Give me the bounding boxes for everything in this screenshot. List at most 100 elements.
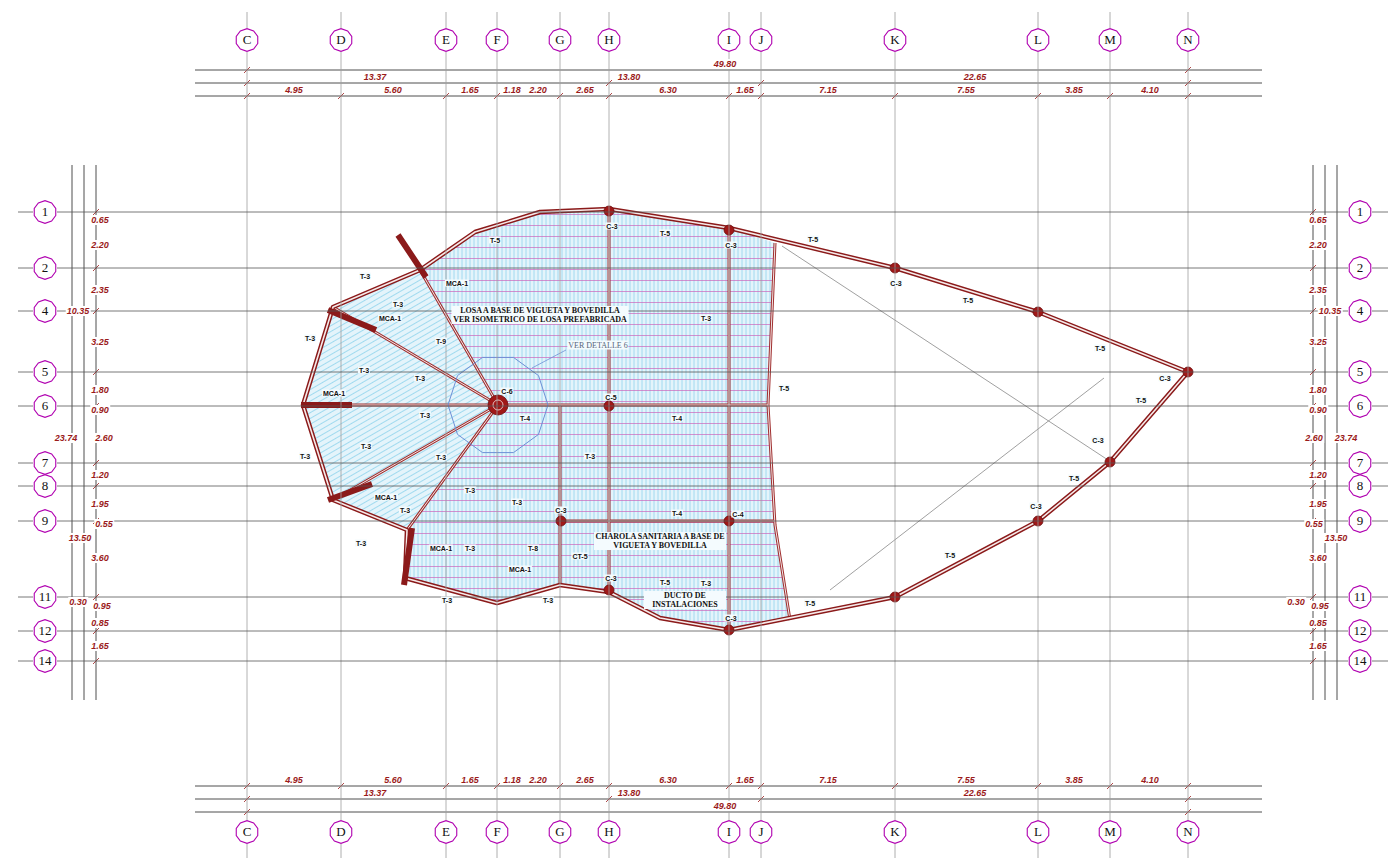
grid-letter: N [1176, 820, 1200, 844]
note-text: LOSA A BASE DE VIGUETA Y BOVEDILLA VER I… [452, 306, 629, 324]
dimension-text: 0.90 [1308, 405, 1328, 415]
grid-bubble: 6 [1348, 394, 1372, 418]
dimension-text: 0.85 [1308, 618, 1328, 628]
beams [303, 209, 790, 628]
grid-letter: 4 [1348, 299, 1372, 323]
dimension-text: 10.35 [66, 306, 91, 316]
dimension-text: 7.15 [818, 775, 838, 785]
beam-tag: CT-5 [571, 553, 588, 560]
grid-bubble: 9 [33, 509, 57, 533]
grid-letter: 8 [1348, 474, 1372, 498]
wall-tag: MCA-1 [378, 315, 402, 322]
grid-line [341, 52, 342, 820]
grid-line [895, 52, 896, 820]
grid-bubble: 5 [1348, 360, 1372, 384]
dimension-text: 0.95 [1310, 601, 1330, 611]
dimension-text: 23.74 [54, 433, 79, 443]
dimension-text: 2.60 [1304, 433, 1324, 443]
grid-letter: F [485, 820, 509, 844]
grid-line [1188, 52, 1189, 820]
slab [303, 209, 790, 628]
grid-line [761, 52, 762, 820]
grid-letter: K [883, 820, 907, 844]
grid-bubble: J [749, 820, 773, 844]
grid-bubble: 1 [33, 200, 57, 224]
detail-callout: VER DETALLE 6 [567, 341, 628, 350]
grid-line [446, 52, 447, 820]
column-tag: C-4 [731, 511, 744, 518]
column-tag: C-6 [500, 388, 513, 395]
beam-tag: T-3 [299, 453, 311, 460]
dimension-text: 2.35 [1308, 285, 1328, 295]
grid-bubble: 8 [1348, 474, 1372, 498]
dimension-text: 23.74 [1334, 433, 1359, 443]
grid-bubble: D [329, 28, 353, 52]
dimension-text: 0.65 [1308, 215, 1328, 225]
dimension-text: 7.55 [956, 775, 976, 785]
dimension-text: 5.60 [383, 775, 403, 785]
grid-letter: M [1098, 820, 1122, 844]
beam-tag: T-3 [392, 301, 404, 308]
grid-bubble: D [329, 820, 353, 844]
dimension-text: 2.35 [90, 285, 110, 295]
beam-tag: T-3 [435, 454, 447, 461]
beam-tag: T-5 [962, 297, 974, 304]
beam-tag: T-3 [542, 597, 554, 604]
grid-letter: G [548, 28, 572, 52]
beam-tag: T-3 [441, 597, 453, 604]
grid-bubble: 11 [1348, 585, 1372, 609]
grid-letter: 7 [1348, 451, 1372, 475]
grid-bubble: I [717, 820, 741, 844]
beam-tag: T-3 [464, 487, 476, 494]
column-tag: C-3 [604, 575, 617, 582]
grid-letter: 1 [33, 200, 57, 224]
grid-line [57, 631, 1348, 632]
grid-letter: N [1176, 28, 1200, 52]
dimension-text: 4.10 [1140, 85, 1160, 95]
grid-bubble: I [717, 28, 741, 52]
grid-bubble: 9 [1348, 509, 1372, 533]
beam-tag: T-3 [359, 273, 371, 280]
grid-letter: J [749, 28, 773, 52]
outer-wall [303, 209, 1188, 630]
dimension-text: 2.65 [575, 85, 595, 95]
grid-letter: E [434, 28, 458, 52]
grid-bubble: M [1098, 820, 1122, 844]
dimension-text: 0.85 [90, 618, 110, 628]
beam-tag: T-5 [807, 236, 819, 243]
dimension-text: 10.35 [1318, 306, 1343, 316]
dimension-text: 13.37 [363, 788, 388, 798]
dimension-text: 6.30 [658, 85, 678, 95]
grid-line [57, 406, 1348, 407]
dimension-text: 3.25 [1308, 337, 1328, 347]
dimension-text: 0.55 [1304, 519, 1324, 529]
grid-bubble: C [235, 820, 259, 844]
column-tag: C-3 [724, 242, 737, 249]
column-tag: C-3 [605, 223, 618, 230]
beam-tag: T-3 [399, 507, 411, 514]
grid-bubble: H [597, 28, 621, 52]
grid-bubble: 2 [1348, 256, 1372, 280]
dimension-text: 7.15 [818, 85, 838, 95]
grid-letter: F [485, 28, 509, 52]
grid-letter: 9 [1348, 509, 1372, 533]
wall-tag: MCA-1 [508, 566, 532, 573]
grid-line [57, 212, 1348, 213]
dimension-text: 0.55 [94, 519, 114, 529]
grid-bubble: F [485, 820, 509, 844]
bracing-lines [782, 246, 1108, 590]
grid-stubs [18, 12, 1388, 858]
wall-tag: MCA-1 [322, 390, 346, 397]
grid-letter: 14 [33, 649, 57, 673]
grid-letter: E [434, 820, 458, 844]
grid-letter: M [1098, 28, 1122, 52]
grid-line [1110, 52, 1111, 820]
dimension-text: 1.95 [90, 499, 110, 509]
beam-tag: T-3 [511, 499, 523, 506]
grid-letter: 2 [33, 256, 57, 280]
grid-bubble: 4 [1348, 299, 1372, 323]
grid-line [57, 486, 1348, 487]
grid-letter: D [329, 28, 353, 52]
grid-line [1038, 52, 1039, 820]
